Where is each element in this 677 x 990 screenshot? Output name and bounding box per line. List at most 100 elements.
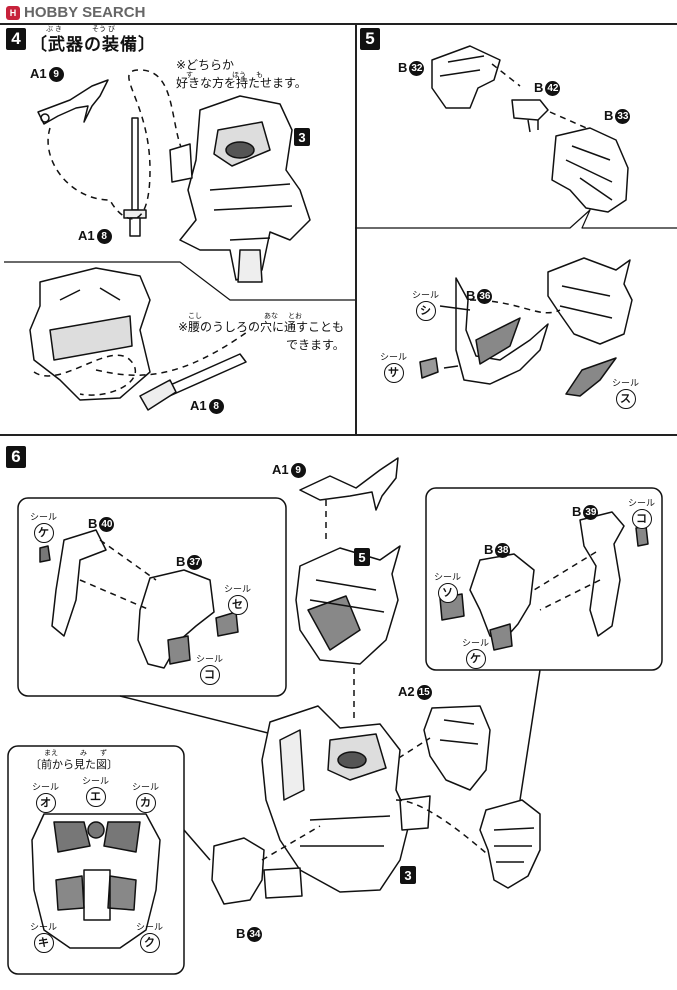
step-4-title: 〔武器の装備〕 xyxy=(30,30,156,55)
ruby-hou: ほう xyxy=(232,72,246,79)
seal-su-letter: ス xyxy=(615,389,636,409)
part-b37-prefix: B xyxy=(176,554,186,569)
ruby-koshi: こし xyxy=(188,313,202,320)
site-logo: H HOBBY SEARCH xyxy=(6,4,145,21)
part-a1-8b-number: 8 xyxy=(208,399,224,415)
seal-e: シール エ xyxy=(82,776,109,807)
step-6-ref-3: 3 xyxy=(400,866,416,884)
part-b42-prefix: B xyxy=(534,80,544,95)
step-5-number: 5 xyxy=(360,28,380,50)
seal-ki-letter: キ xyxy=(33,933,54,953)
step-6-number: 6 xyxy=(6,446,26,468)
seal-sa-letter: サ xyxy=(383,363,404,383)
ruby-zu: ず xyxy=(100,750,107,757)
arm-b40-drawing xyxy=(51,529,107,637)
part-b42-number: 42 xyxy=(545,81,561,97)
step-4-number: 4 xyxy=(6,28,26,50)
ruby-too: とお xyxy=(288,313,302,320)
seal-ka-letter: カ xyxy=(135,793,156,813)
seal-ke: シール ケ xyxy=(30,512,57,543)
step-4-note-2: ※腰のうしろの穴に通すことも できます。 xyxy=(178,318,345,354)
part-b38-number: 38 xyxy=(495,543,511,559)
seal-ki-word: シール xyxy=(30,922,58,932)
step-4-ref-3: 3 xyxy=(294,128,310,146)
logo-mark: H xyxy=(6,5,20,20)
part-b32-number: 32 xyxy=(409,61,425,77)
part-b40-prefix: B xyxy=(88,516,98,531)
seal-o-letter: オ xyxy=(35,793,56,813)
part-a1-8b-prefix: A1 xyxy=(190,398,207,413)
part-a1-9-number: 9 xyxy=(48,67,64,83)
seal-se: シール セ xyxy=(224,584,251,615)
part-a1-8-number: 8 xyxy=(96,229,112,245)
part-b38-prefix: B xyxy=(484,542,494,557)
part-b34-drawing xyxy=(211,837,265,905)
seal-ka: シール カ xyxy=(132,782,159,813)
ruby-mi: み xyxy=(80,750,87,757)
part-b36-number: 36 xyxy=(477,289,493,305)
part-b33-prefix: B xyxy=(604,108,614,123)
seal-ke-2-letter: ケ xyxy=(465,649,486,669)
part-a2-15-number: 15 xyxy=(416,685,432,701)
ruby-mae: まえ xyxy=(44,750,58,757)
seal-ku-word: シール xyxy=(136,922,164,932)
arm-b39-drawing xyxy=(579,511,625,637)
seal-se-letter: セ xyxy=(227,595,248,615)
logo-text: HOBBY SEARCH xyxy=(24,4,146,21)
part-b37-number: 37 xyxy=(187,555,203,571)
part-a2-15-prefix: A2 xyxy=(398,684,415,699)
part-a1-9-prefix: A1 xyxy=(30,66,47,81)
seal-ke-word: シール xyxy=(30,512,58,522)
note-1-line-2: 好きな方を持たせます。 xyxy=(176,76,307,90)
seal-ko-2-letter: コ xyxy=(631,509,652,529)
seal-ko-letter: コ xyxy=(199,665,220,685)
seal-ko: シール コ xyxy=(196,654,223,685)
ruby-soubi: そう び xyxy=(92,26,115,33)
part-a1-9-step6-number: 9 xyxy=(290,463,306,479)
seal-se-word: シール xyxy=(224,584,252,594)
seal-ka-word: シール xyxy=(132,782,160,792)
helmet-b32-drawing xyxy=(431,45,501,109)
note-2-line-1: ※腰のうしろの穴に通すことも xyxy=(178,320,345,334)
seal-ke-letter: ケ xyxy=(33,523,54,543)
seal-shi-letter: シ xyxy=(415,301,436,321)
seal-o-word: シール xyxy=(32,782,60,792)
vertical-divider xyxy=(355,23,357,435)
middle-divider xyxy=(0,434,677,436)
part-b40-number: 40 xyxy=(99,517,115,533)
seal-so-letter: ソ xyxy=(437,583,458,603)
helmet-b33-drawing xyxy=(551,127,629,213)
seal-ko-word: シール xyxy=(196,654,224,664)
ruby-mo: も xyxy=(256,72,263,79)
seal-ku-letter: ク xyxy=(139,933,160,953)
part-a1-8-prefix: A1 xyxy=(78,228,95,243)
seal-e-letter: エ xyxy=(85,787,106,807)
seal-shi-word: シール xyxy=(412,290,440,300)
part-b39-prefix: B xyxy=(572,504,582,519)
ruby-buki: ぶ き xyxy=(46,26,62,33)
weapon-scythe-drawing xyxy=(37,79,109,125)
seal-so: シール ソ xyxy=(434,572,461,603)
note-1-line-1: ※どちらか xyxy=(176,58,235,72)
part-b39-number: 39 xyxy=(583,505,599,521)
shoulder-right-drawing xyxy=(479,799,541,889)
weapon-sword-drawing xyxy=(131,117,139,211)
seal-ke-2: シール ケ xyxy=(462,638,489,669)
seal-ke-2-word: シール xyxy=(462,638,490,648)
seal-ku: シール ク xyxy=(136,922,163,953)
seal-su-word: シール xyxy=(612,378,640,388)
